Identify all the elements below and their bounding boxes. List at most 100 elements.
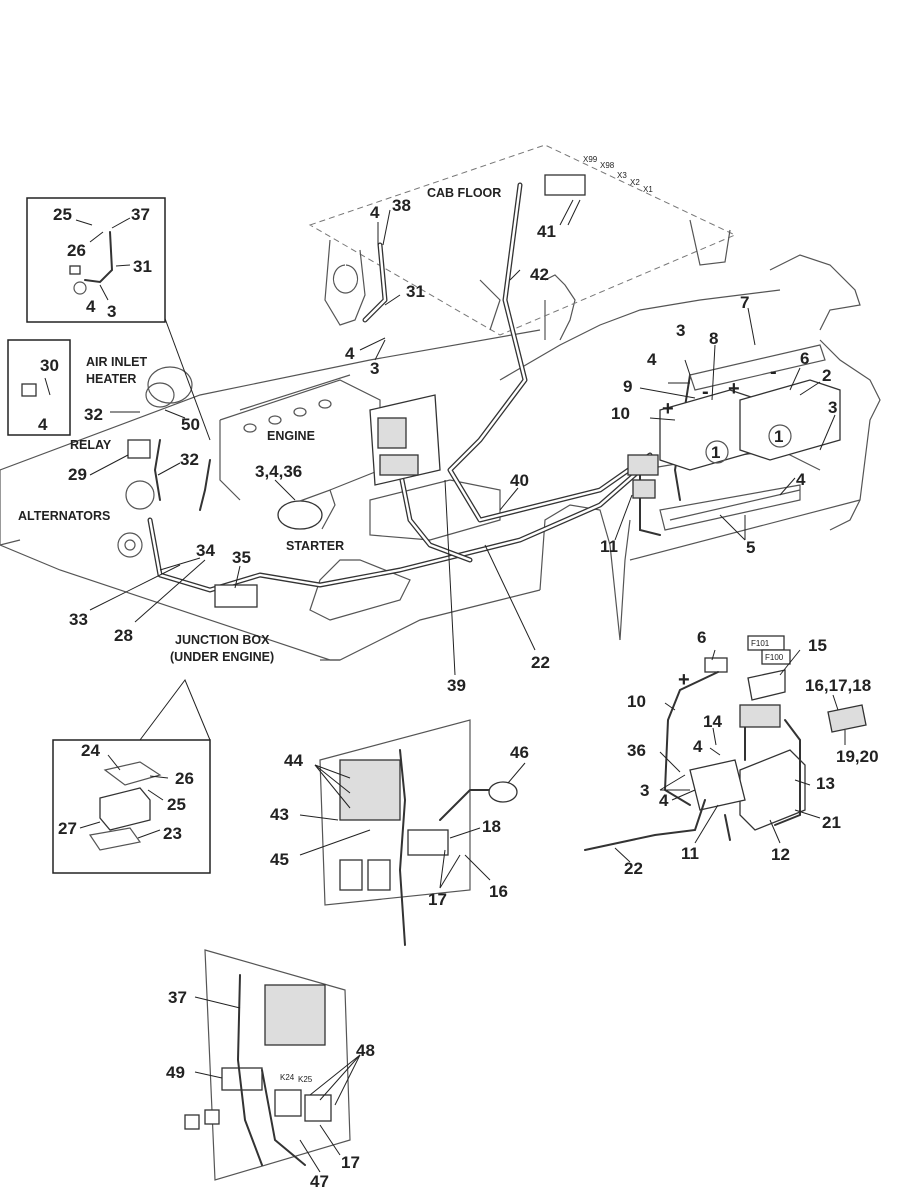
- callout-40: 40: [510, 471, 529, 490]
- tag-x98: X98: [600, 161, 615, 170]
- callout-36: 36: [627, 741, 646, 760]
- component-labels: CAB FLOOR AIR INLET HEATER RELAY ENGINE …: [18, 186, 501, 664]
- callout-41: 41: [537, 222, 556, 241]
- callout-3: 3: [107, 302, 116, 321]
- label-air-inlet-heater-line2: HEATER: [86, 372, 136, 386]
- callout-48: 48: [356, 1041, 375, 1060]
- callout-30: 30: [40, 356, 59, 375]
- callout-11: 11: [681, 844, 699, 863]
- callout-3: 3: [640, 781, 649, 800]
- leader-lines: [89, 199, 836, 741]
- engine: [117, 366, 381, 558]
- callout-31: 31: [406, 282, 425, 301]
- callout-3: 3: [676, 321, 685, 340]
- callout-16-17-18: 16,17,18: [805, 676, 871, 695]
- callout-45: 45: [270, 850, 289, 869]
- callout-33: 33: [69, 610, 88, 629]
- detail-relay-panel: [184, 949, 361, 1181]
- callout-18: 18: [482, 817, 501, 836]
- label-engine: ENGINE: [267, 429, 315, 443]
- callout-38: 38: [392, 196, 411, 215]
- callout-17: 17: [341, 1153, 360, 1172]
- callout-3: 3: [370, 359, 379, 378]
- tag-x2: X2: [630, 178, 640, 187]
- callout-42: 42: [530, 265, 549, 284]
- callout-32: 32: [180, 450, 199, 469]
- sign-minus-battery2: -: [770, 361, 777, 383]
- callout-6: 6: [697, 628, 706, 647]
- callout-17: 17: [428, 890, 447, 909]
- callout-49: 49: [166, 1063, 185, 1082]
- label-junction-box-line1: JUNCTION BOX: [175, 633, 270, 647]
- inset-junction-box: [52, 739, 211, 874]
- callout-19-20: 19,20: [836, 747, 879, 766]
- connector-tags: X99 X98 X3 X2 X1 F101 F100 K24 K25: [280, 155, 784, 1084]
- callout-10: 10: [611, 404, 630, 423]
- cab-control-panel: [127, 174, 586, 608]
- tag-x3: X3: [617, 171, 627, 180]
- sign-plus-battery2: +: [728, 378, 740, 400]
- label-junction-box-line2: (UNDER ENGINE): [170, 650, 274, 664]
- callout-4: 4: [659, 791, 669, 810]
- detail-battery-disconnect: [584, 635, 867, 863]
- callout-4: 4: [693, 737, 703, 756]
- callout-28: 28: [114, 626, 133, 645]
- harness-main: [147, 182, 691, 593]
- callout-50: 50: [181, 415, 200, 434]
- battery-mark-right: 1: [774, 427, 783, 446]
- batteries: 1 1: [627, 344, 841, 499]
- callout-4: 4: [647, 350, 657, 369]
- callout-25: 25: [53, 205, 72, 224]
- callout-35: 35: [232, 548, 251, 567]
- sign-minus-battery1: -: [702, 381, 709, 403]
- callout-4: 4: [86, 297, 96, 316]
- label-alternators: ALTERNATORS: [18, 509, 110, 523]
- callout-13: 13: [816, 774, 835, 793]
- machine-frame: [0, 144, 881, 661]
- inset-ground-cable: [26, 197, 166, 323]
- battery-mark-left: 1: [711, 443, 720, 462]
- tag-x99: X99: [583, 155, 598, 164]
- sign-plus-detail: +: [678, 669, 690, 691]
- inset-heater-bracket: [7, 339, 71, 436]
- callout-37: 37: [168, 988, 187, 1007]
- callout-22: 22: [531, 653, 550, 672]
- label-starter: STARTER: [286, 539, 344, 553]
- callout-22: 22: [624, 859, 643, 878]
- callout-25: 25: [167, 795, 186, 814]
- callout-4: 4: [38, 415, 48, 434]
- tag-k25: K25: [298, 1075, 313, 1084]
- callout-6: 6: [800, 349, 809, 368]
- callout-8: 8: [709, 329, 718, 348]
- tag-k24: K24: [280, 1073, 295, 1082]
- label-air-inlet-heater-line1: AIR INLET: [86, 355, 147, 369]
- callout-39: 39: [447, 676, 466, 695]
- callout-11: 11: [600, 537, 618, 556]
- callout-4: 4: [345, 344, 355, 363]
- callout-16: 16: [489, 882, 508, 901]
- callout-3-4-36: 3,4,36: [255, 462, 302, 481]
- callout-numbers: 25 37 26 31 4 3 30 4 32 50 29 32 4 38 31…: [38, 196, 879, 1191]
- detail-fuse-panel: [299, 719, 526, 946]
- callout-23: 23: [163, 824, 182, 843]
- tag-f100: F100: [765, 653, 784, 662]
- callout-2: 2: [822, 366, 831, 385]
- callout-15: 15: [808, 636, 827, 655]
- callout-12: 12: [771, 845, 790, 864]
- callout-46: 46: [510, 743, 529, 762]
- callout-4: 4: [796, 470, 806, 489]
- callout-43: 43: [270, 805, 289, 824]
- polarity-signs: + - + - +: [662, 361, 777, 691]
- callout-21: 21: [822, 813, 841, 832]
- callout-34: 34: [196, 541, 215, 560]
- label-cab-floor: CAB FLOOR: [427, 186, 501, 200]
- callout-31: 31: [133, 257, 152, 276]
- callout-47: 47: [310, 1172, 329, 1191]
- callout-32: 32: [84, 405, 103, 424]
- callout-44: 44: [284, 751, 303, 770]
- callout-7: 7: [740, 293, 749, 312]
- callout-14: 14: [703, 712, 722, 731]
- tag-f101: F101: [751, 639, 770, 648]
- callout-26: 26: [175, 769, 194, 788]
